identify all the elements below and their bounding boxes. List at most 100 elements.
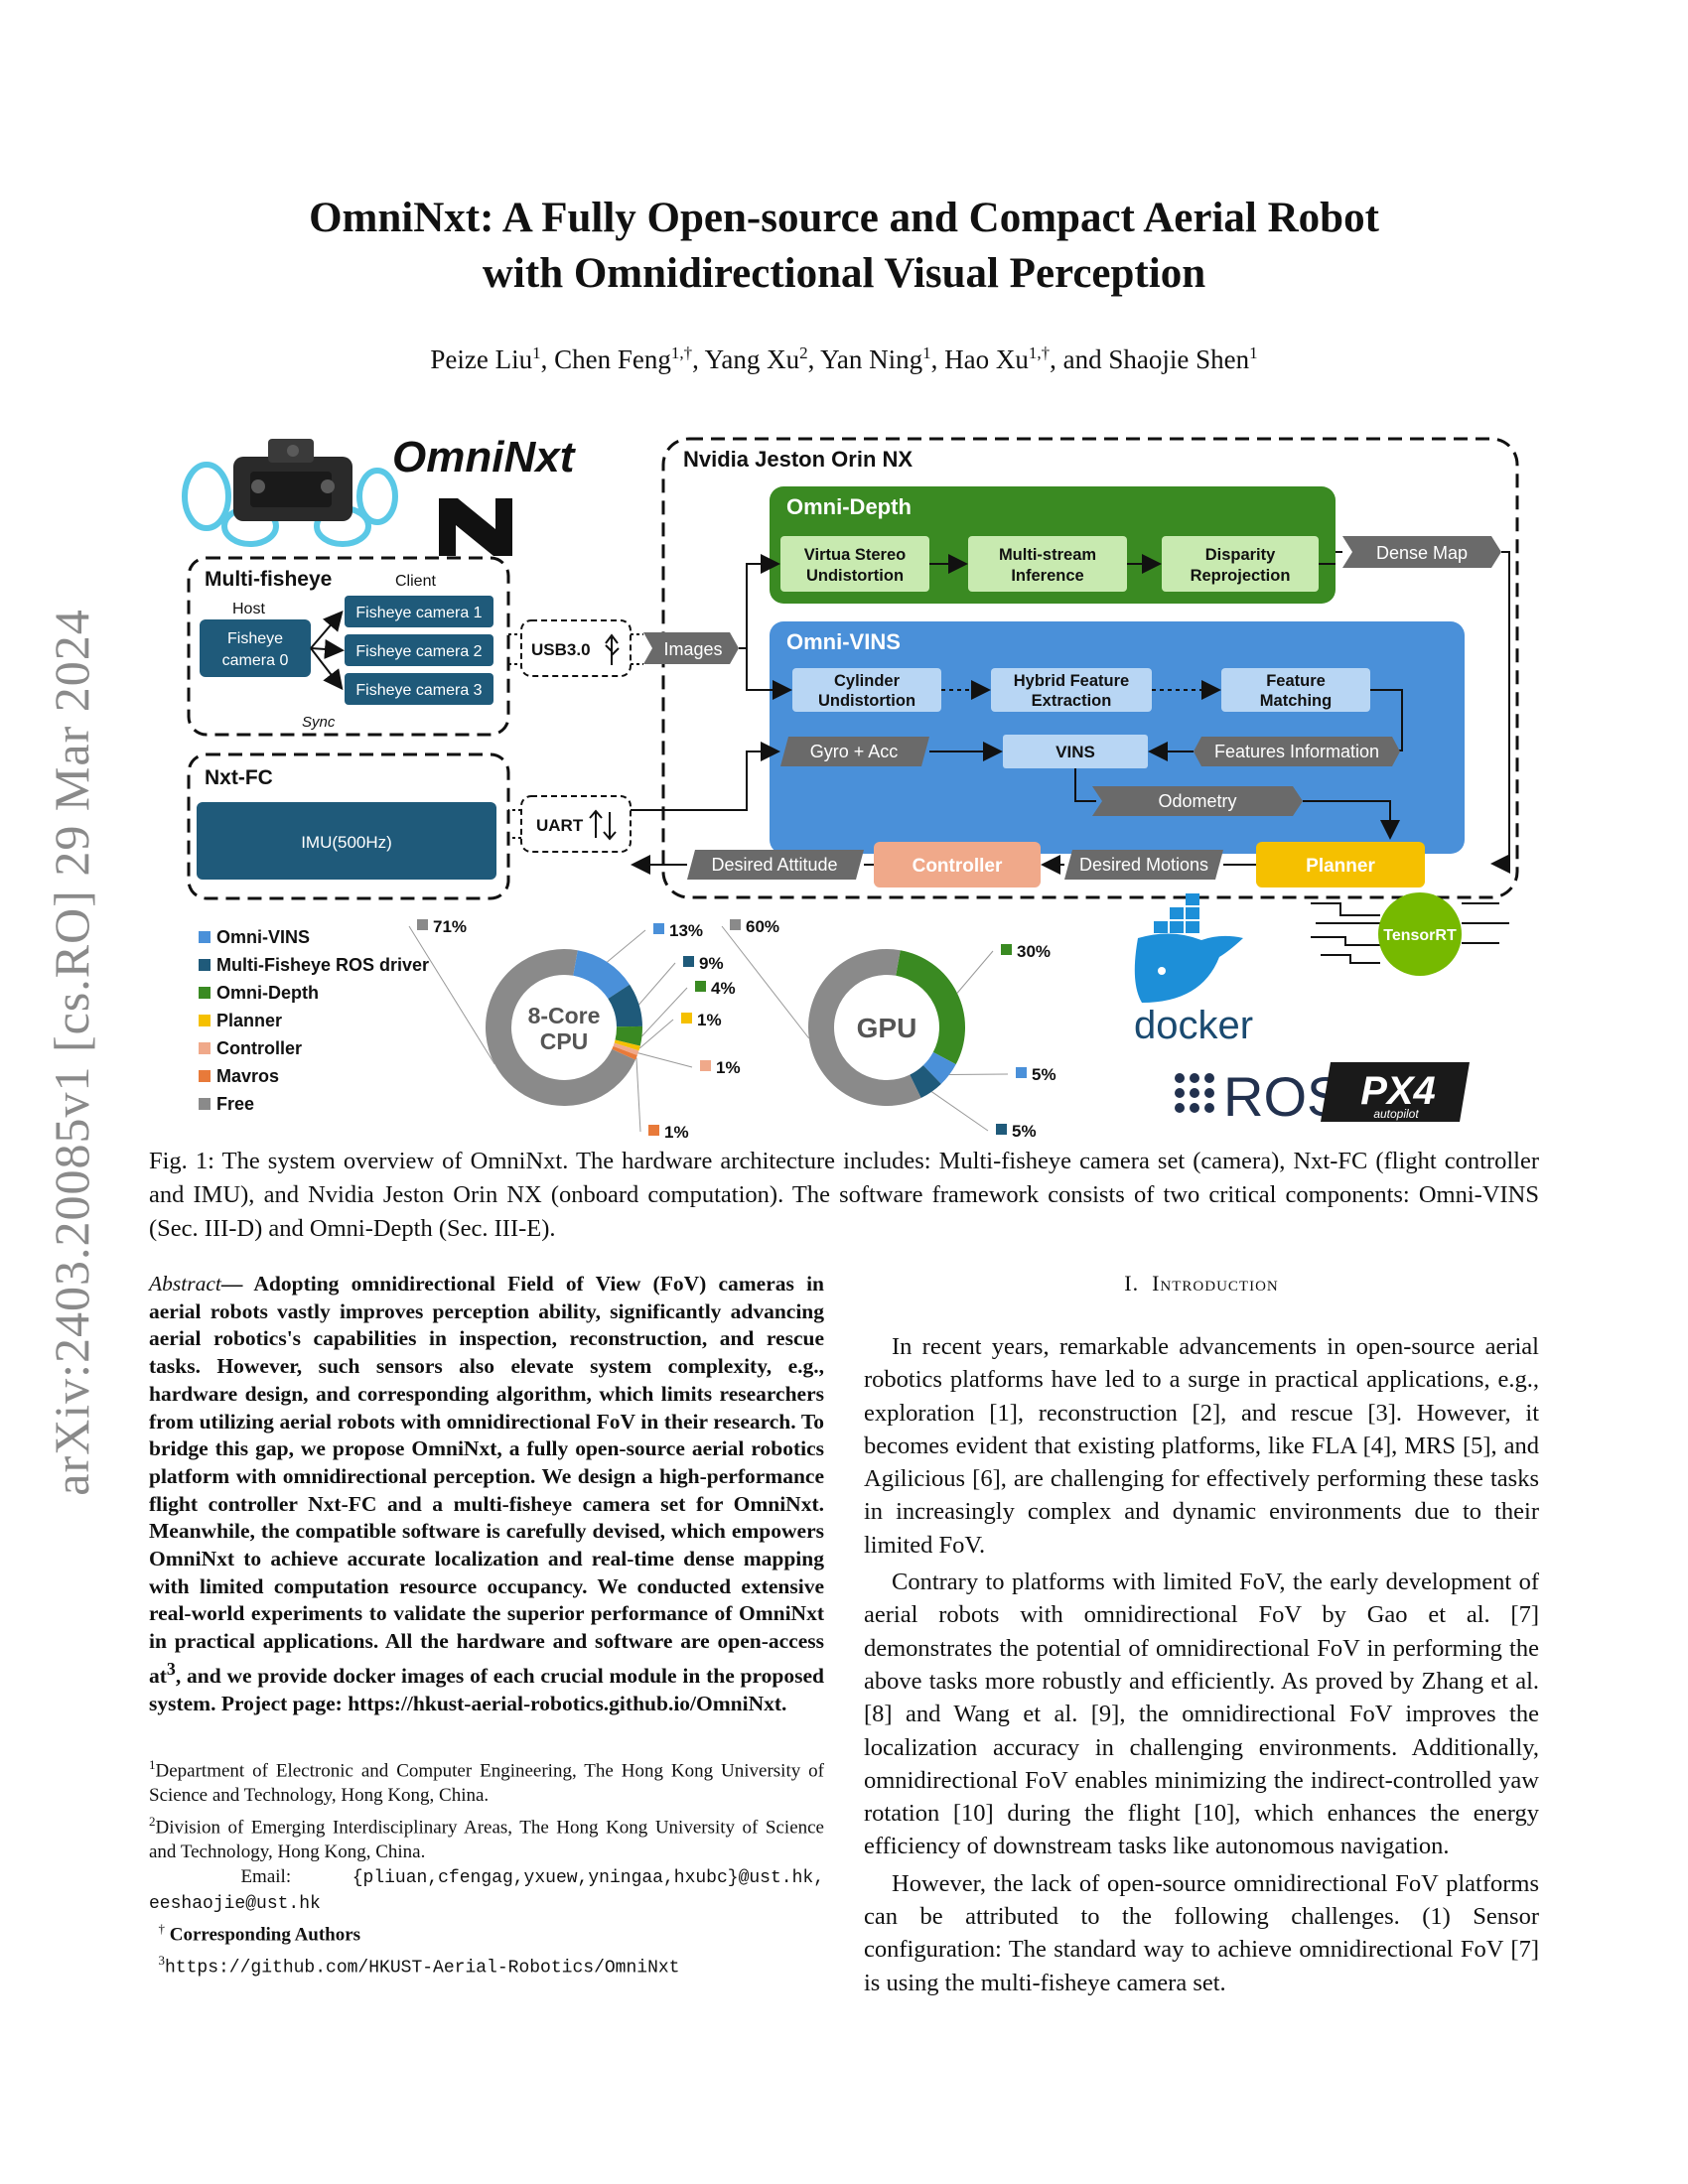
legend-label: Multi-Fisheye ROS driver <box>216 955 429 975</box>
donut-label-swatch <box>996 1124 1007 1135</box>
svg-text:Controller: Controller <box>913 856 1003 877</box>
donut-slice <box>909 1064 941 1099</box>
svg-text:Fisheye: Fisheye <box>227 630 283 647</box>
fisheye-camera-2: Fisheye camera 2 <box>345 634 493 666</box>
drone-illustration <box>182 439 398 547</box>
donut-leader-line <box>637 1052 693 1068</box>
legend-item: Controller <box>199 1038 302 1058</box>
svg-text:Planner: Planner <box>1306 856 1375 877</box>
author-name: Peize Liu <box>430 344 533 374</box>
svg-text:Undistortion: Undistortion <box>818 692 915 710</box>
vins-node: VINS <box>1003 735 1148 768</box>
sync-label: Sync <box>302 714 336 731</box>
usb-interface <box>520 619 632 677</box>
legend-swatch <box>199 931 211 943</box>
paper-title: OmniNxt: A Fully Open-source and Compact… <box>149 191 1539 302</box>
svg-text:Multi-stream: Multi-stream <box>999 546 1096 564</box>
author-name: Yang Xu <box>704 344 800 374</box>
usb-label: USB3.0 <box>531 640 591 659</box>
donut-value-label: 1% <box>716 1058 741 1077</box>
author-affiliation: 1 <box>532 343 541 362</box>
vins-box-cylinder: Cylinder Undistortion <box>792 668 941 712</box>
omni-vins-title: Omni-VINS <box>786 629 901 654</box>
intro-paragraph-3: However, the lack of open-source omnidir… <box>864 1869 1539 1996</box>
svg-text:PX4: PX4 <box>1360 1069 1436 1113</box>
donut-leader-line <box>607 929 646 963</box>
donut-value-label: 71% <box>433 917 467 936</box>
legend-swatch <box>199 1042 211 1054</box>
svg-text:VINS: VINS <box>1055 743 1095 761</box>
svg-text:camera 0: camera 0 <box>222 652 289 669</box>
dense-map-tag: Dense Map <box>1342 536 1501 568</box>
multi-fisheye-container <box>187 556 510 737</box>
donut-leader-line <box>956 950 994 994</box>
author-name: Shaojie Shen <box>1108 344 1250 374</box>
images-tag: Images <box>643 632 739 664</box>
donut-label-swatch <box>1001 944 1012 955</box>
legend-label: Omni-VINS <box>216 927 310 947</box>
omninxt-logo <box>439 498 512 556</box>
donut-slice <box>808 949 921 1106</box>
bidirectional-arrow-icon <box>589 809 617 841</box>
donut-leader-line <box>638 962 676 1006</box>
legend-swatch <box>199 1015 211 1026</box>
brand-name: OmniNxt <box>392 433 577 481</box>
host-label: Host <box>232 601 265 617</box>
donut-slice <box>612 1045 637 1060</box>
vins-box-matching: Feature Matching <box>1221 668 1370 712</box>
donut-leader-line <box>638 1019 674 1049</box>
desired-motions-tag: Desired Motions <box>1064 850 1223 880</box>
donut-leader-line <box>721 925 810 1039</box>
author-affiliation: 1 <box>922 343 931 362</box>
svg-text:Virtua Stereo: Virtua Stereo <box>804 546 906 564</box>
depth-box-reprojection: Disparity Reprojection <box>1162 536 1319 592</box>
svg-text:Odometry: Odometry <box>1158 791 1236 811</box>
controller-block: Controller <box>874 842 1041 887</box>
svg-text:TensorRT: TensorRT <box>1383 927 1457 944</box>
jetson-label: Nvidia Jeston Orin NX <box>683 447 913 472</box>
donut-title: 8-Core <box>528 1003 601 1028</box>
donut-title: CPU <box>540 1028 589 1054</box>
donut-slice <box>572 950 631 1000</box>
svg-text:Fisheye camera 3: Fisheye camera 3 <box>355 682 482 699</box>
legend-item: Planner <box>199 1011 282 1030</box>
imu-block: IMU(500Hz) <box>197 802 496 880</box>
svg-text:Extraction: Extraction <box>1032 692 1112 710</box>
author-affiliation: 1,† <box>670 343 693 362</box>
legend-swatch <box>199 959 211 971</box>
legend-label: Omni-Depth <box>216 983 319 1003</box>
figure-diagram: OmniNxt Nvidia Jeston Orin NX Omni-Depth… <box>182 433 1519 1142</box>
ros-logo: ROS <box>1175 1065 1343 1128</box>
tensorrt-logo: TensorRT <box>1311 892 1509 976</box>
figure-legend: Omni-VINS Multi-Fisheye ROS driverOmni-De… <box>199 927 429 1114</box>
figure-caption: Fig. 1: The system overview of OmniNxt. … <box>149 1148 1539 1242</box>
gpu-usage-donut: 30%5%5%60%GPU <box>721 917 1056 1141</box>
donut-slice <box>613 1042 639 1056</box>
donut-label-swatch <box>1016 1067 1027 1078</box>
donut-slice <box>608 984 642 1027</box>
svg-text:Reprojection: Reprojection <box>1191 567 1291 585</box>
nxt-fc-container <box>187 752 510 900</box>
footnote-corresponding: † Corresponding Authors <box>158 1921 361 1946</box>
desired-attitude-tag: Desired Attitude <box>687 850 864 880</box>
donut-slice <box>895 950 965 1065</box>
multi-fisheye-title: Multi-fisheye <box>205 568 332 591</box>
legend-label: Controller <box>216 1038 302 1058</box>
section-heading-introduction: I. Introduction <box>1124 1271 1279 1296</box>
svg-text:Disparity: Disparity <box>1205 546 1276 564</box>
usb-icon <box>605 633 620 665</box>
author-name: Hao Xu <box>944 344 1029 374</box>
legend-item: Omni-VINS <box>199 927 310 947</box>
svg-text:Feature: Feature <box>1266 672 1326 690</box>
footnote-repository: 3https://github.com/HKUST-Aerial-Robotic… <box>158 1952 680 1979</box>
legend-label: Mavros <box>216 1066 279 1086</box>
svg-text:Inference: Inference <box>1011 567 1083 585</box>
depth-box-inference: Multi-stream Inference <box>968 536 1127 592</box>
svg-text:IMU(500Hz): IMU(500Hz) <box>301 833 392 852</box>
title-line-2: with Omnidirectional Visual Perception <box>482 250 1206 297</box>
omni-depth-title: Omni-Depth <box>786 494 912 519</box>
svg-text:Cylinder: Cylinder <box>834 672 901 690</box>
fisheye-camera-0: Fisheye camera 0 <box>200 619 311 677</box>
intro-paragraph-1: In recent years, remarkable advancements… <box>864 1333 1539 1559</box>
svg-text:Dense Map: Dense Map <box>1376 543 1468 563</box>
